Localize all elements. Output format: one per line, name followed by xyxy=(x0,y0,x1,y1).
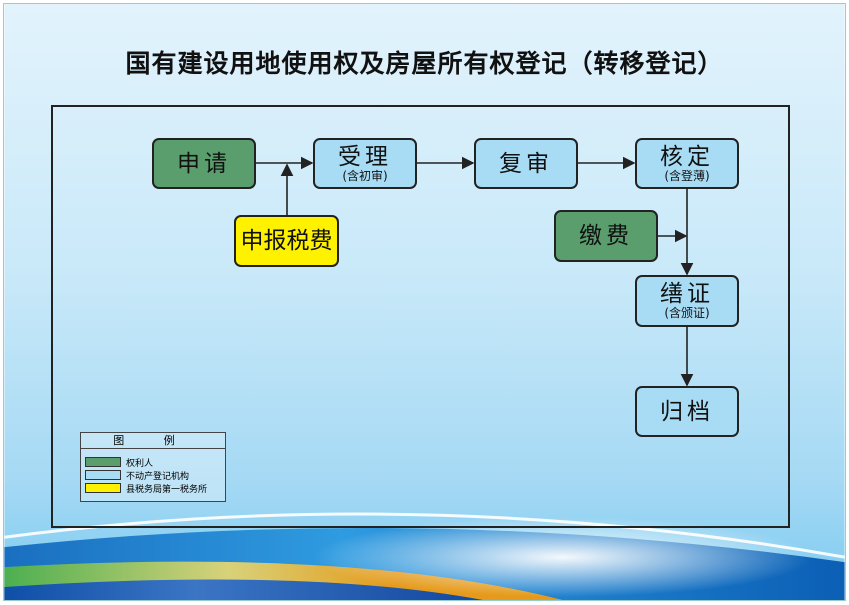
node-accept: 受理(含初审) xyxy=(313,138,417,189)
node-certificate: 缮证(含颁证) xyxy=(635,275,739,327)
legend-item: 不动产登记机构 xyxy=(85,469,225,482)
flowchart-frame xyxy=(51,105,790,528)
node-sublabel: (含初审) xyxy=(342,168,388,183)
node-label: 受理 xyxy=(338,143,392,170)
node-label: 缴费 xyxy=(579,223,633,249)
node-tax: 申报税费 xyxy=(234,215,339,267)
node-sublabel: (含颁证) xyxy=(664,306,710,320)
node-label: 归档 xyxy=(660,398,714,425)
node-label: 核定 xyxy=(660,143,714,170)
legend-title: 图 例 xyxy=(81,433,225,449)
legend-item: 县税务局第一税务所 xyxy=(85,482,225,495)
legend-swatch xyxy=(85,483,121,493)
legend: 图 例 权利人 不动产登记机构 县税务局第一税务所 xyxy=(80,432,226,502)
legend-label: 不动产登记机构 xyxy=(126,471,190,482)
node-review: 复审 xyxy=(474,138,578,189)
legend-label: 县税务局第一税务所 xyxy=(126,484,208,495)
node-label: 复审 xyxy=(499,150,553,177)
legend-label: 权利人 xyxy=(126,458,154,469)
node-label: 申请 xyxy=(177,150,231,177)
node-label: 申报税费 xyxy=(240,228,333,254)
node-approve: 核定(含登薄) xyxy=(635,138,739,189)
node-label: 缮证 xyxy=(660,281,714,307)
legend-swatch xyxy=(85,470,121,480)
node-sublabel: (含登薄) xyxy=(664,168,710,183)
page-title: 国有建设用地使用权及房屋所有权登记（转移登记） xyxy=(125,49,724,78)
node-archive: 归档 xyxy=(635,386,739,437)
node-apply: 申请 xyxy=(152,138,256,189)
node-fee: 缴费 xyxy=(554,210,658,262)
legend-swatch xyxy=(85,457,121,467)
legend-item: 权利人 xyxy=(85,456,225,469)
